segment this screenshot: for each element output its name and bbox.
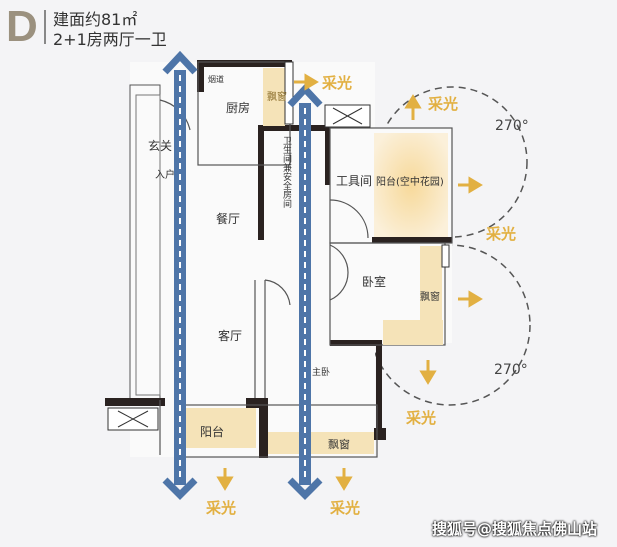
ventilation-arrow-1: [162, 50, 198, 500]
light-label: 采光: [321, 74, 352, 92]
bedroom-bay-label: 飘窗: [420, 290, 440, 303]
layout-label: 2+1房两厅一卫: [53, 30, 167, 49]
tool-room-label: 工具间: [336, 174, 372, 188]
light-label: 采光: [329, 499, 360, 517]
light-label: 采光: [405, 409, 436, 427]
walls: [105, 60, 452, 458]
watermark: 搜狐号@搜狐焦点佛山站: [432, 520, 598, 538]
unit-letter: D: [6, 2, 38, 51]
entrance-cabinet-label: 玄关: [148, 138, 172, 153]
angle-label: 270°: [495, 118, 529, 134]
kitchen-bay-window: [263, 68, 285, 126]
bathroom-label: 卫生间兼安全房间: [281, 136, 291, 208]
entrance-label: 入户: [155, 168, 175, 181]
kitchen-label: 厨房: [226, 100, 250, 115]
master-bay-window: [268, 432, 374, 454]
area-label: 建面约81㎡: [53, 10, 138, 29]
master-label: 主卧: [312, 366, 330, 378]
sky-garden-label: 阳台(空中花园): [376, 175, 444, 188]
balcony-area: [186, 408, 256, 448]
dining-label: 餐厅: [216, 211, 240, 226]
bedroom-label: 卧室: [362, 274, 386, 289]
sky-garden-area: [374, 133, 448, 237]
bedroom-bay-window: [420, 246, 442, 342]
living-label: 客厅: [218, 328, 242, 343]
kitchen-bay-label: 飘窗: [267, 90, 287, 103]
angle-label: 270°: [494, 362, 528, 378]
light-arrows: [216, 73, 483, 491]
light-label: 采光: [205, 499, 236, 517]
master-bay-label: 飘窗: [328, 437, 350, 451]
light-label: 采光: [485, 225, 516, 243]
flue-label: 烟道: [208, 74, 224, 84]
balcony-label: 阳台: [200, 424, 224, 439]
light-arc-1: [376, 86, 528, 238]
light-label: 采光: [427, 95, 458, 113]
header-divider: [44, 10, 46, 44]
